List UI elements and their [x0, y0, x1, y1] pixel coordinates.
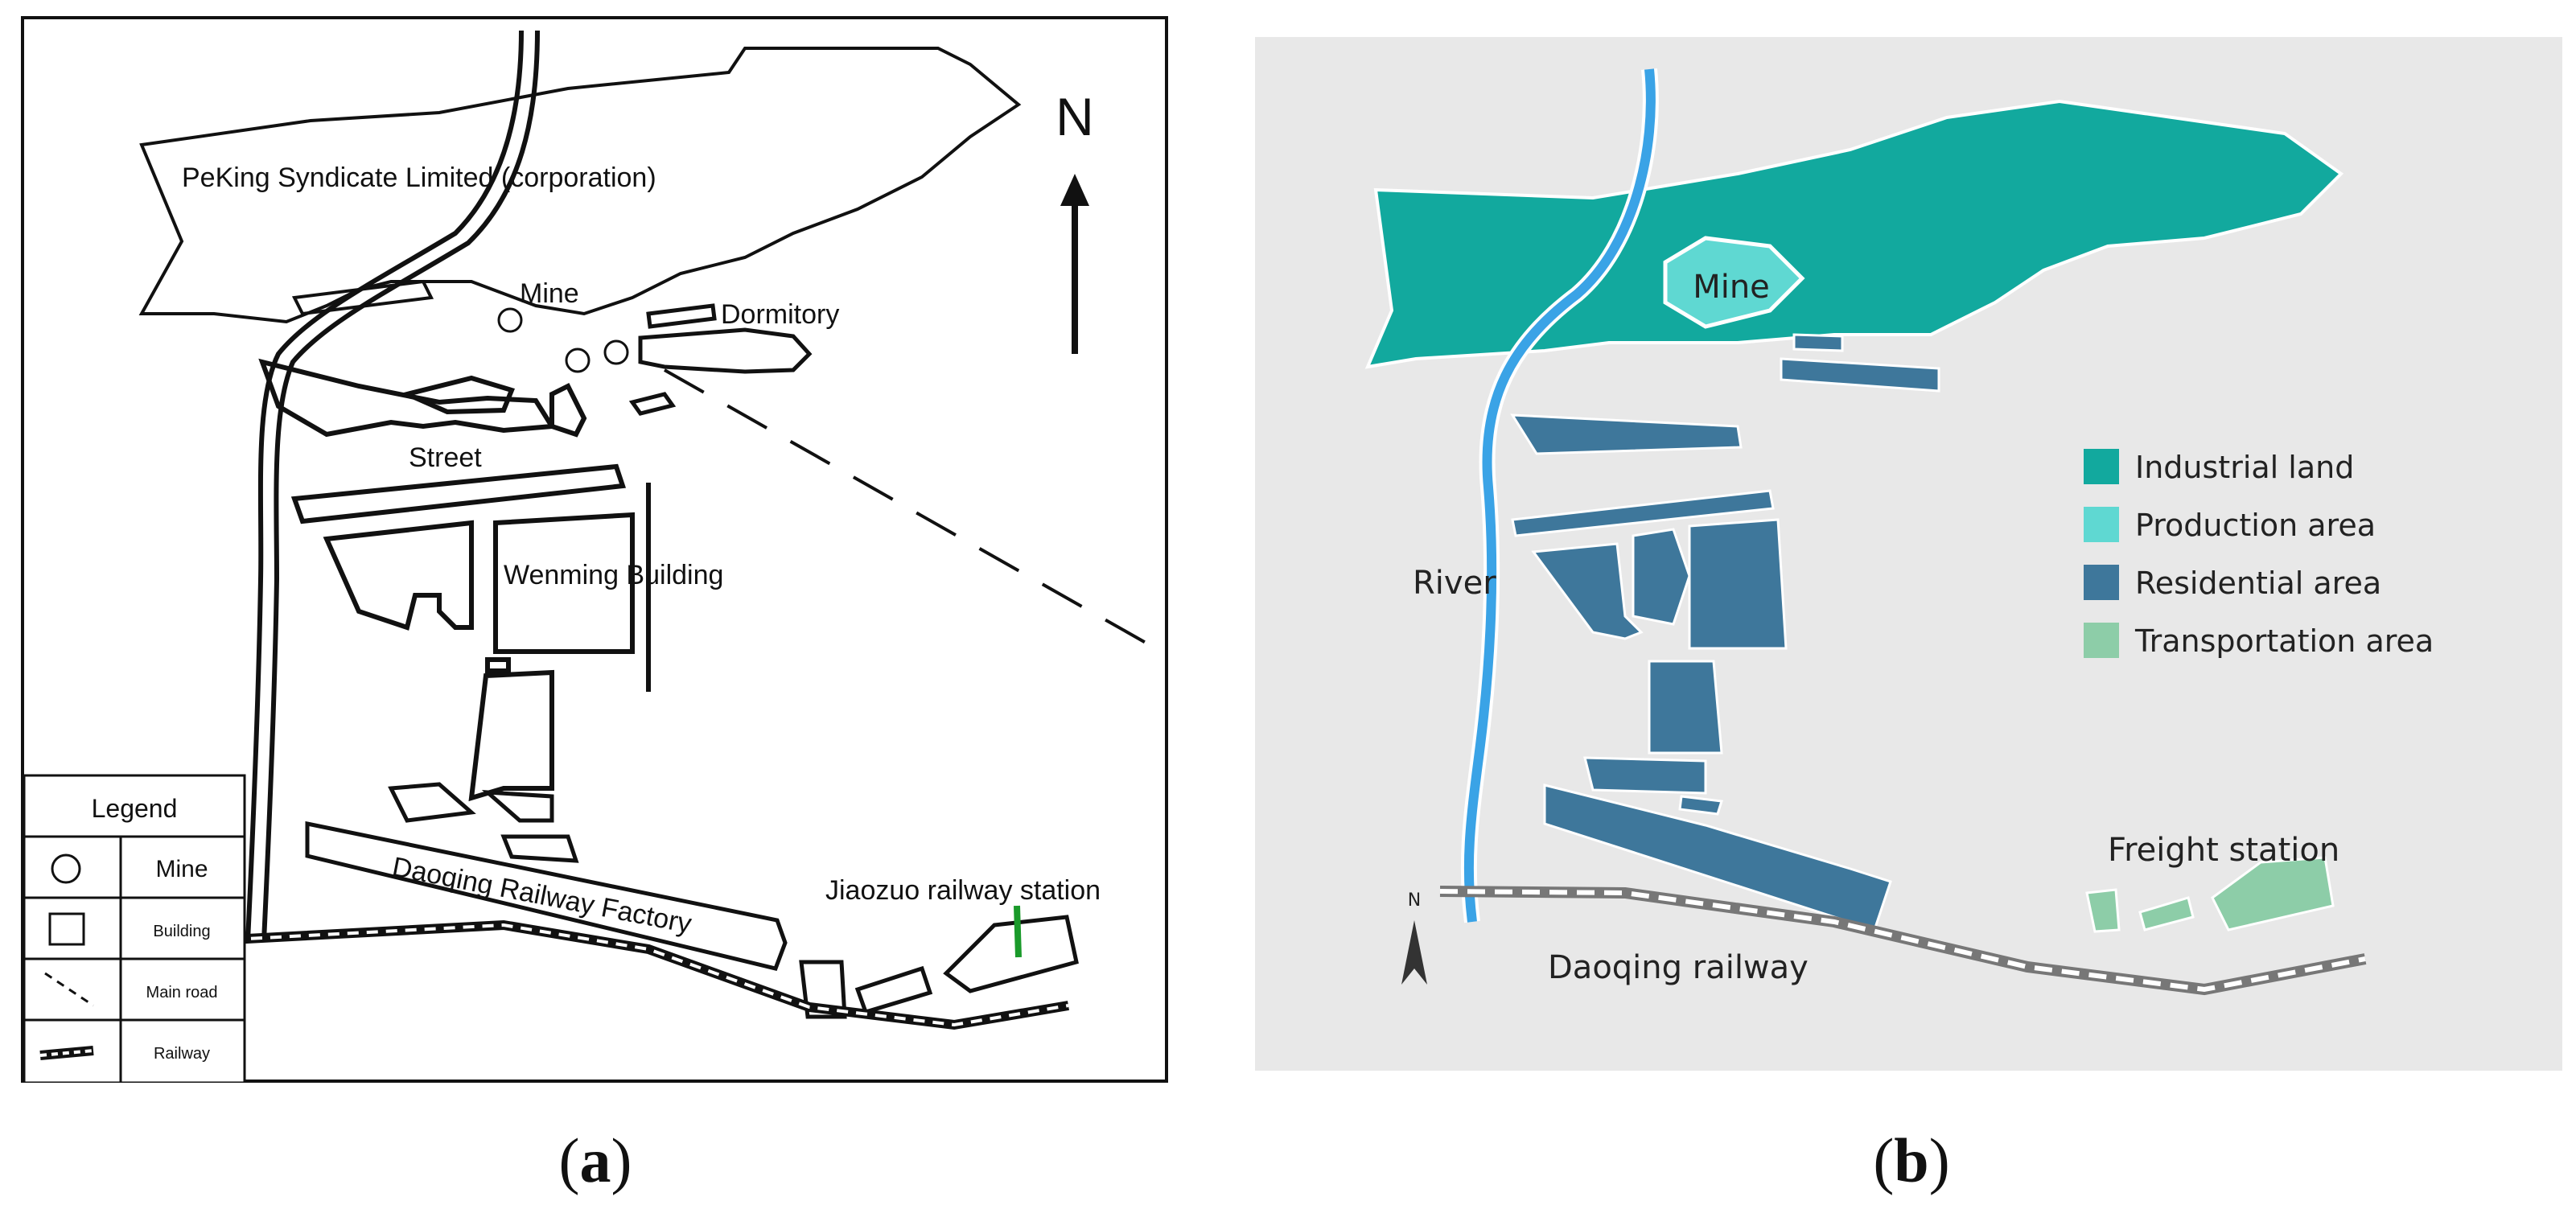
- wenming-label: Wenming Building: [504, 560, 723, 590]
- mine-label: Mine: [520, 278, 579, 309]
- mine-circle: [497, 307, 523, 333]
- legend-label: Main road: [146, 984, 218, 1001]
- legend-label: Transportation area: [2134, 623, 2434, 659]
- transportation-area: [2085, 856, 2335, 933]
- legend-label: Industrial land: [2135, 450, 2354, 485]
- historical-map: N PeKing Syndicate Limited (corporation)…: [21, 16, 1168, 1083]
- caption-a: (a): [558, 1125, 632, 1195]
- caption-letter: a: [579, 1125, 611, 1195]
- mine-circle: [603, 339, 629, 365]
- land-use-map: N Mine River Freight station Daoqing rai…: [1255, 37, 2562, 1071]
- circle-icon: [51, 853, 81, 884]
- dormitory-buildings: [628, 303, 813, 416]
- residential-buildings: [1510, 333, 1940, 932]
- production-area: [1663, 236, 1805, 329]
- north-label: N: [1056, 87, 1094, 146]
- legend-label: Mine: [155, 856, 208, 882]
- mine-circle: [565, 348, 591, 373]
- north-label: N: [1408, 890, 1421, 911]
- wenming-buildings: [290, 463, 651, 802]
- caption-letter: b: [1894, 1125, 1929, 1195]
- freight-label: Freight station: [2108, 832, 2339, 869]
- land-use-map-panel: N Mine River Freight station Daoqing rai…: [1255, 37, 2562, 1071]
- building: [291, 279, 434, 316]
- corporation-outline: [138, 47, 1022, 324]
- railway-line: [231, 919, 1069, 1030]
- square-icon: [48, 912, 85, 946]
- railway: [1439, 886, 2367, 996]
- station-label: Jiaozuo railway station: [825, 875, 1101, 906]
- main-road: [664, 368, 1148, 645]
- railway-icon: [39, 1046, 94, 1060]
- historical-map-panel: N PeKing Syndicate Limited (corporation)…: [21, 16, 1168, 1083]
- street-label: Street: [409, 442, 482, 473]
- industrial-land: [1364, 99, 2344, 369]
- legend-label: Building: [153, 923, 210, 940]
- river-label: River: [1413, 565, 1496, 602]
- north-arrow: N: [1401, 890, 1427, 985]
- legend-swatch: [2084, 565, 2119, 600]
- legend-swatch: [2084, 449, 2119, 484]
- legend-swatch: [2084, 507, 2119, 542]
- caption-b: (b): [1873, 1125, 1950, 1195]
- corporation-label: PeKing Syndicate Limited (corporation): [182, 162, 656, 193]
- dormitory-label: Dormitory: [721, 299, 839, 330]
- legend-title: Legend: [92, 794, 178, 823]
- legend: Industrial land Production area Resident…: [2084, 449, 2434, 659]
- legend-label: Railway: [154, 1045, 210, 1063]
- legend-swatch: [2084, 623, 2119, 658]
- legend-label: Residential area: [2135, 565, 2381, 601]
- north-arrow: N: [1056, 87, 1094, 354]
- mine-label: Mine: [1693, 269, 1770, 306]
- dashed-line-icon: [44, 972, 94, 1007]
- railway-label: Daoqing railway: [1548, 949, 1809, 986]
- factory-buildings: [305, 782, 788, 971]
- legend-label: Production area: [2135, 508, 2376, 543]
- station-buildings: [799, 905, 1079, 1019]
- river: [1463, 68, 1656, 923]
- street-buildings: [258, 358, 587, 438]
- legend: Legend Mine Building Main road Railway: [23, 774, 246, 1083]
